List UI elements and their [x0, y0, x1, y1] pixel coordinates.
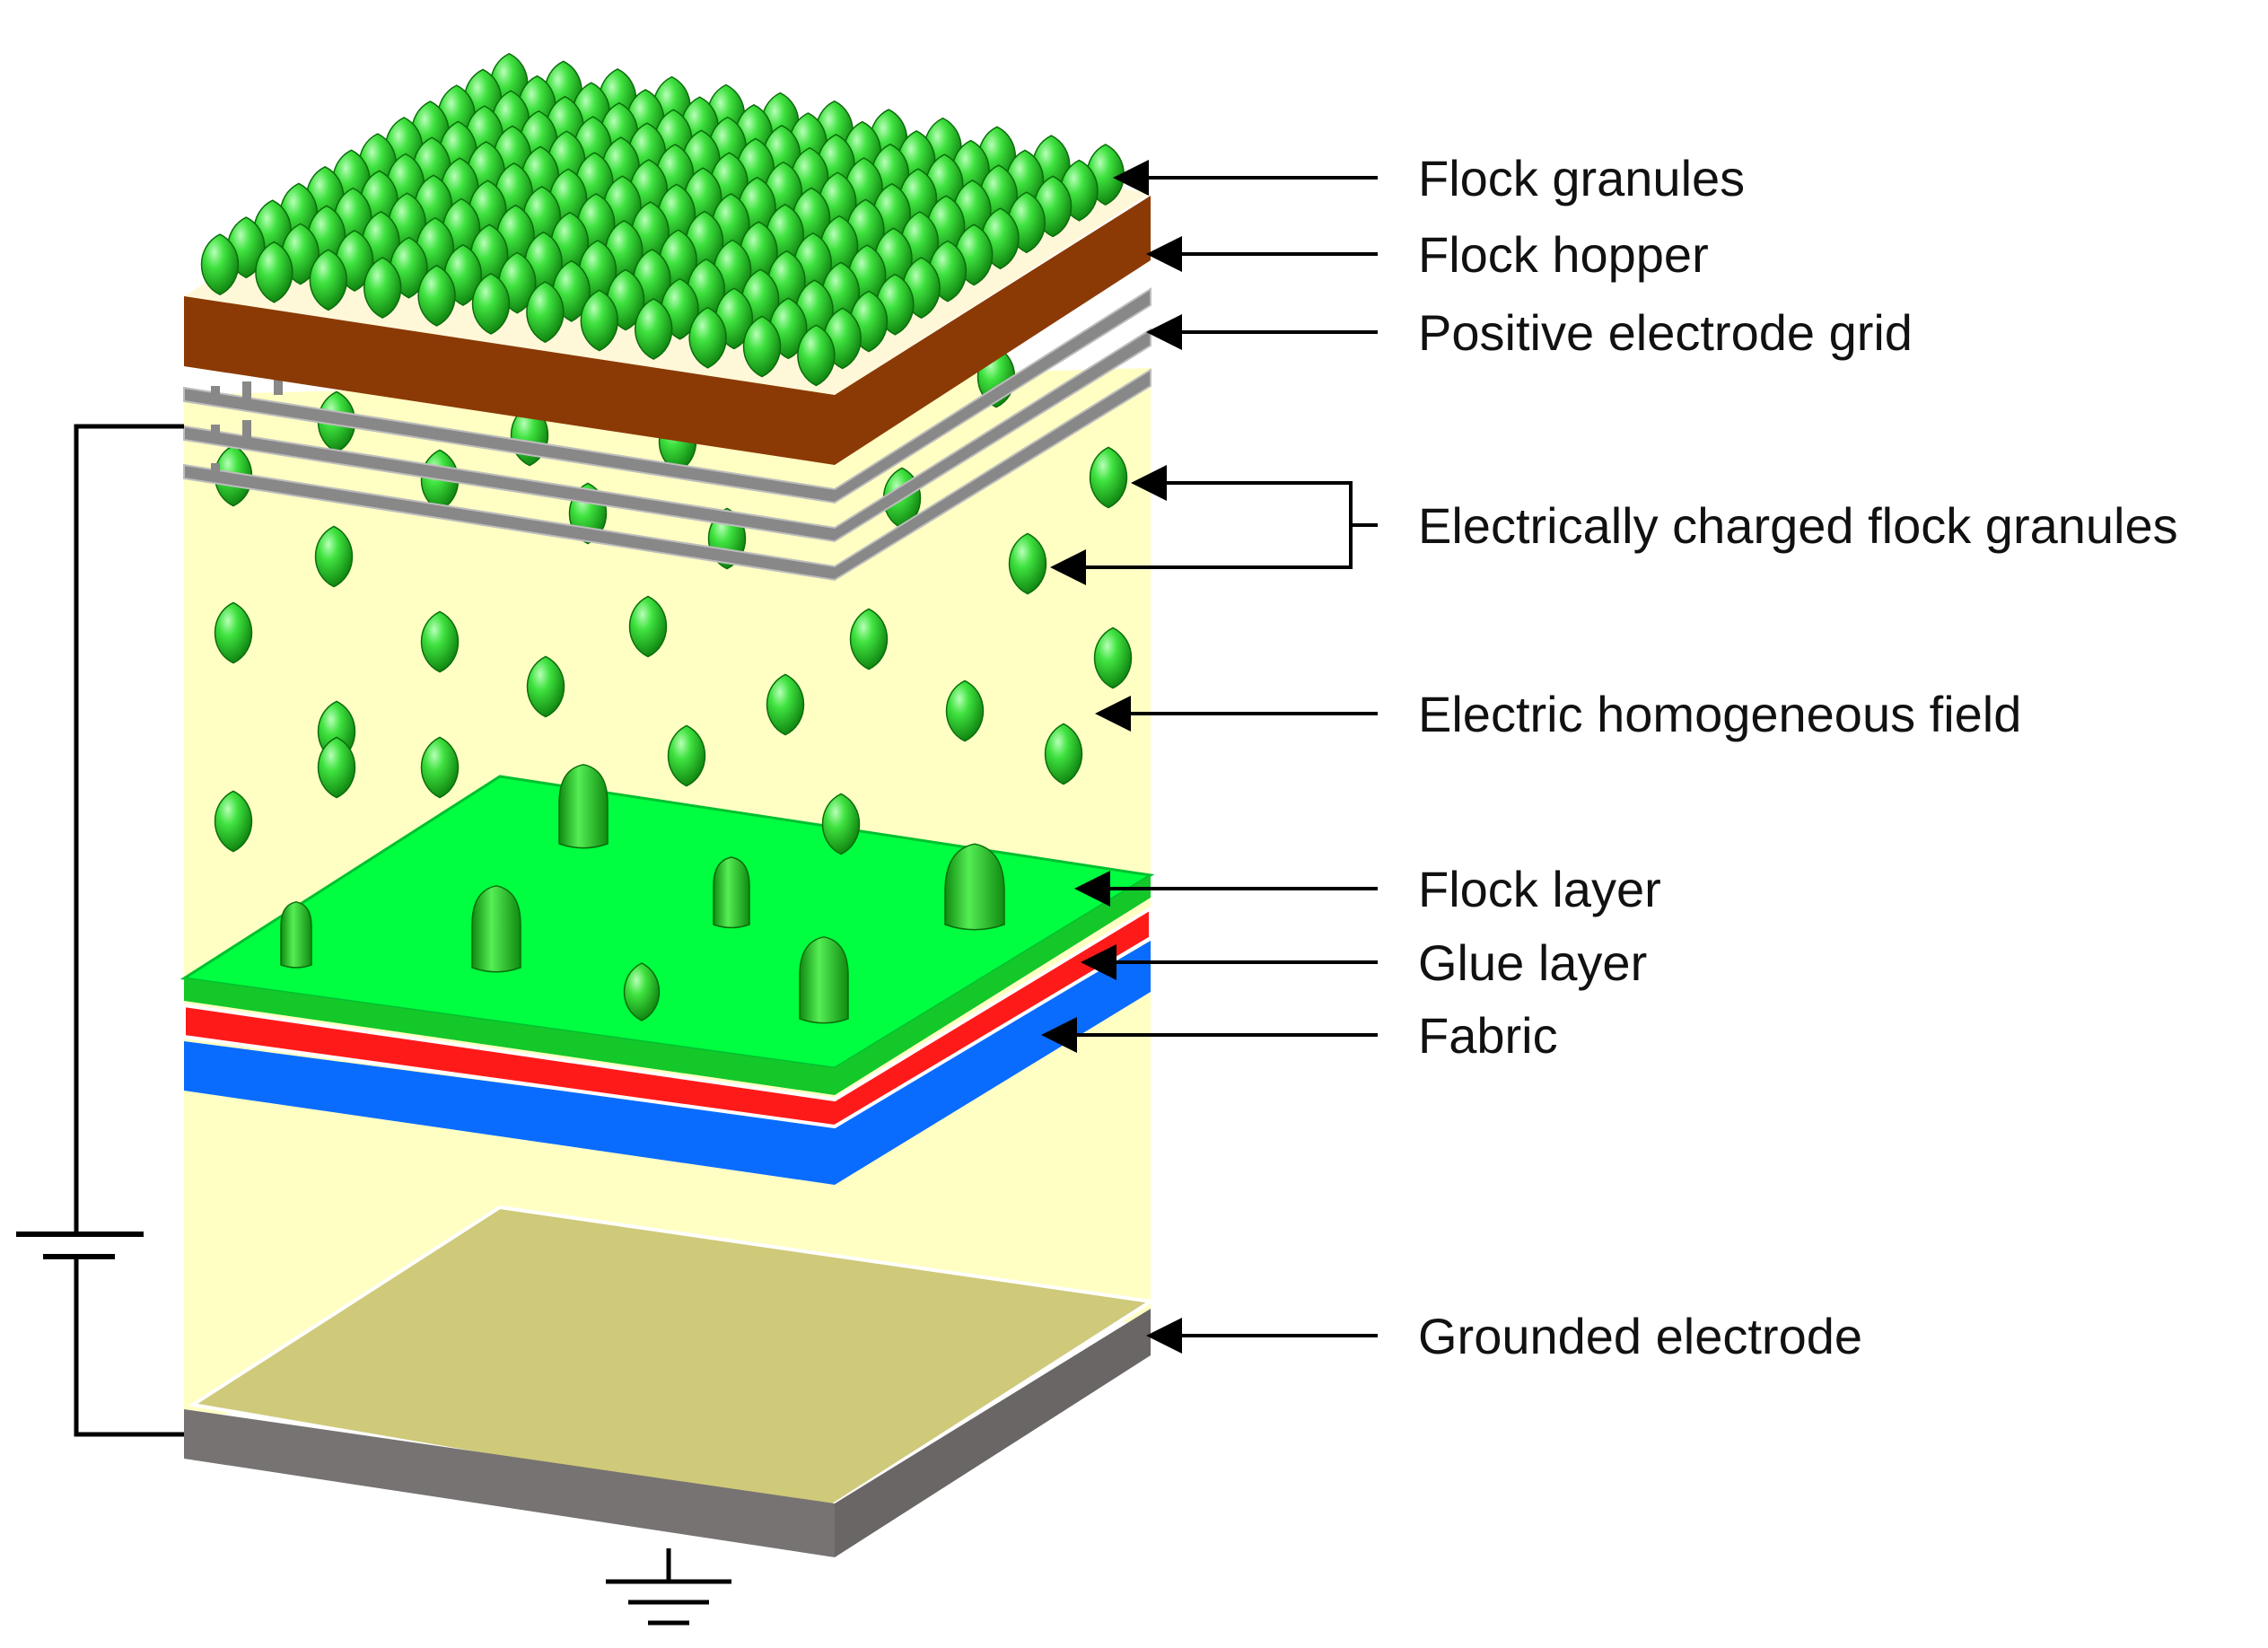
flock-granule [471, 272, 511, 335]
flock-granule [1044, 723, 1083, 785]
flock-layer [180, 775, 1155, 1095]
flock-granule [420, 610, 460, 673]
glue-layer [182, 905, 1152, 1129]
flock-granule [309, 249, 347, 311]
flock-granule [200, 233, 240, 296]
flock-granule [417, 264, 456, 327]
flock-fiber [799, 936, 849, 1024]
flock-granule [635, 298, 673, 360]
flock-fibers [280, 764, 1005, 1024]
flock-granule [214, 790, 253, 853]
labels: Flock granules Flock hopper Positive ele… [1418, 150, 2178, 1364]
label-electrically-charged-flock-granules: Electrically charged flock granules [1418, 497, 2178, 554]
flock-granule [314, 525, 354, 588]
flock-granule [821, 793, 861, 855]
label-flock-hopper: Flock hopper [1418, 226, 1709, 283]
label-glue-layer: Glue layer [1418, 934, 1647, 991]
label-positive-electrode-grid: Positive electrode grid [1418, 304, 1913, 361]
flock-fiber [713, 856, 750, 929]
flock-granule [526, 281, 565, 344]
voltage-source-circuit [16, 424, 184, 1437]
grounded-electrode [184, 1205, 1156, 1557]
flock-fiber [558, 764, 609, 849]
flock-fiber [280, 901, 312, 969]
flock-granule [945, 679, 985, 742]
flock-granules-heap [200, 52, 1125, 387]
flock-granule [1008, 532, 1047, 595]
circuit-wire-bottom [74, 1257, 184, 1437]
flock-granule [742, 315, 782, 378]
flock-granule [849, 608, 889, 671]
fabric-layer [184, 941, 1151, 1185]
flock-fiber [944, 843, 1005, 931]
flock-layer-edge [184, 875, 1151, 1095]
electrode-grid-comb-teeth [211, 377, 283, 481]
flock-granule [766, 673, 805, 736]
fabric-layer-slab [184, 941, 1151, 1185]
flock-granule [688, 306, 727, 369]
flock-hopper-side [184, 196, 1151, 465]
flock-granule [580, 289, 618, 352]
electrode-grid-plate-3 [183, 368, 1152, 582]
label-electric-homogeneous-field: Electric homogeneous field [1418, 686, 2021, 742]
flock-granule [214, 601, 253, 664]
glue-layer-slab [182, 905, 1152, 1129]
flock-granule [420, 736, 460, 799]
electrode-grid-plate-1 [183, 287, 1152, 504]
flock-granule [628, 595, 668, 658]
label-flock-granules: Flock granules [1418, 150, 1745, 206]
flock-granule [797, 324, 836, 387]
flock-granule [1093, 627, 1133, 689]
flock-granule [526, 655, 565, 718]
circuit-wire-top [74, 424, 184, 1234]
flock-granule [317, 736, 356, 799]
flock-granule [255, 241, 293, 303]
flock-granule [667, 724, 706, 787]
label-fabric: Fabric [1418, 1007, 1558, 1064]
flock-fiber [471, 885, 521, 973]
flock-granule [1089, 446, 1128, 509]
label-flock-layer: Flock layer [1418, 861, 1661, 917]
label-grounded-electrode: Grounded electrode [1418, 1308, 1862, 1364]
flock-granule [623, 962, 661, 1021]
flock-granule [363, 257, 402, 319]
ground-symbol [606, 1548, 731, 1626]
grounded-electrode-side-right [835, 1309, 1151, 1557]
grounded-electrode-side-left [184, 1409, 835, 1557]
callout-arrows [1041, 160, 1378, 1354]
